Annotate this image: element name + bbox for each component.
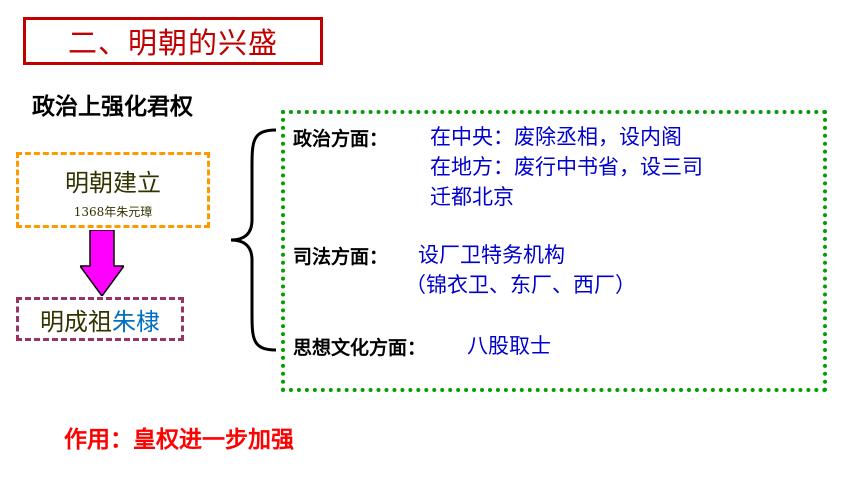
founding-title: 明朝建立 <box>65 169 161 197</box>
judiciary-label: 司法方面： <box>293 246 389 268</box>
down-arrow-icon <box>80 230 124 296</box>
politics-label: 政治方面： <box>293 128 389 150</box>
founding-subtitle: 1368年朱元璋 <box>73 205 153 219</box>
page-title: 二、明朝的兴盛 <box>67 26 278 60</box>
judiciary-institution: 设厂卫特务机构 <box>418 243 565 267</box>
emperor-title: 明成祖 <box>40 307 112 336</box>
judiciary-details: （锦衣卫、东厂、西厂） <box>405 273 636 297</box>
section-heading: 政治上强化君权 <box>32 94 193 120</box>
emperor-name: 朱棣 <box>112 307 160 336</box>
emperor-box: 明成祖朱棣 <box>16 297 184 341</box>
culture-label: 思想文化方面： <box>293 337 427 359</box>
culture-exam: 八股取士 <box>467 334 551 358</box>
politics-local: 在地方：废行中书省，设三司 <box>430 155 703 179</box>
title-box: 二、明朝的兴盛 <box>23 17 323 65</box>
politics-capital: 迁都北京 <box>430 185 514 209</box>
measures-box: 政治方面： 在中央：废除丞相，设内阁 在地方：废行中书省，设三司 迁都北京 司法… <box>281 110 827 392</box>
left-brace-icon <box>230 128 277 352</box>
politics-central: 在中央：废除丞相，设内阁 <box>430 125 682 149</box>
effect-statement: 作用：皇权进一步加强 <box>64 427 294 453</box>
founding-box: 明朝建立 1368年朱元璋 <box>16 152 210 228</box>
